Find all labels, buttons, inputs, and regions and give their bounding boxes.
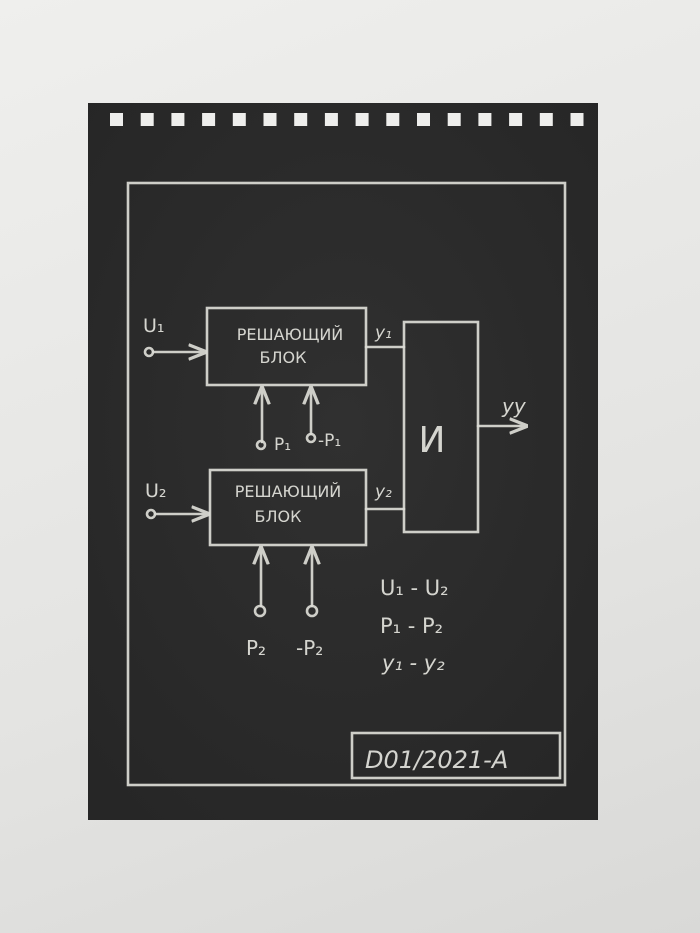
drawing-number: D01/2021-A (365, 746, 508, 774)
binding-hole (171, 113, 185, 126)
block1-label-line2: БЛОК (260, 348, 308, 367)
binding-hole (232, 113, 246, 126)
legend-line-3: y₁ - y₂ (381, 651, 445, 675)
p1-label: P₁ (274, 435, 291, 455)
binding-hole (509, 113, 523, 126)
neg-p2-label: -P₂ (296, 636, 323, 660)
binding-hole (140, 113, 154, 126)
neg-p2-terminal (305, 604, 319, 618)
drawing-frame (126, 181, 567, 787)
block1-label-line1: РЕШАЮЩИЙ (237, 325, 344, 344)
output-y1-label: y₁ (374, 323, 392, 343)
p2-label: P₂ (246, 636, 266, 660)
block2-label-line1: РЕШАЮЩИЙ (235, 482, 342, 501)
binding-hole (570, 113, 584, 126)
input-u1-label: U₁ (143, 315, 165, 337)
binding-hole (202, 113, 216, 126)
binding-hole (294, 113, 308, 126)
binding-holes (110, 113, 584, 126)
p2-terminal (253, 604, 267, 618)
binding-hole (386, 113, 400, 126)
title-block (350, 731, 562, 780)
binding-hole (447, 113, 461, 126)
and-block-label: И (419, 420, 446, 461)
black-paper-sheet (88, 103, 598, 820)
binding-hole (324, 113, 338, 126)
decision-block-2 (208, 468, 368, 547)
binding-hole (478, 113, 492, 126)
block2-label-line2: БЛОК (255, 507, 303, 526)
binding-hole (539, 113, 553, 126)
legend-line-1: U₁ - U₂ (380, 576, 449, 600)
binding-hole (355, 113, 369, 126)
legend-line-2: P₁ - P₂ (380, 614, 443, 638)
binding-hole (110, 113, 123, 126)
output-y2-label: y₂ (374, 482, 392, 502)
output-yy-label: yу (501, 394, 527, 418)
input-u2-label: U₂ (145, 480, 167, 502)
p1-terminal (255, 439, 267, 451)
neg-p1-terminal (305, 432, 317, 444)
neg-p1-label: -P₁ (318, 431, 341, 451)
binding-hole (263, 113, 277, 126)
binding-hole (417, 113, 430, 126)
